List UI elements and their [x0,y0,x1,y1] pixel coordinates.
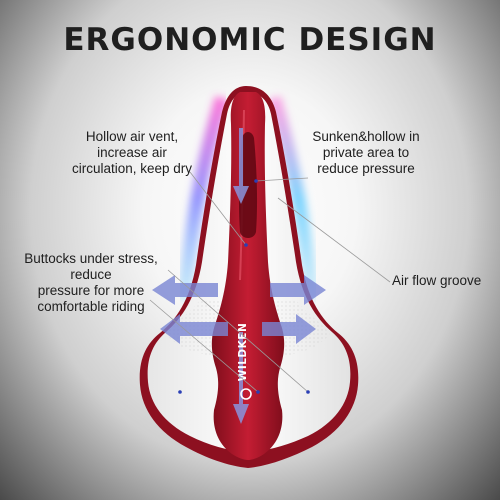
label-line: reduce [70,267,112,282]
arrow-right-upper [270,275,326,305]
hollow-cutout [238,132,258,238]
channel-airflow-arrows [233,128,249,424]
brand-emblem-icon [240,388,252,400]
brand-logo: WILDKEN [237,323,249,382]
callout-dots [178,179,310,394]
label-line: Air flow groove [392,273,482,288]
arrow-right-lower [262,314,316,344]
label-line: private area to [322,145,410,160]
arrow-left-upper [152,275,218,305]
label-line: increase air [97,145,167,160]
label-line: Hollow air vent, [85,129,179,144]
arrow-left-lower [160,314,228,344]
label-line: Sunken&hollow in [312,129,420,144]
label-line: circulation, keep dry [71,161,193,176]
label-hollow-air-vent: Hollow air vent, increase air circulatio… [62,129,202,177]
label-line: pressure for more [37,283,145,298]
callout-lines [149,171,391,393]
label-line: reduce pressure [317,161,415,176]
airflow-arrows [152,275,326,344]
label-buttocks-stress: Buttocks under stress, reduce pressure f… [18,251,164,315]
page-title: ERGONOMIC DESIGN [63,22,437,58]
label-line: comfortable riding [37,299,145,314]
label-line: Buttocks under stress, [24,251,158,266]
label-air-flow-groove: Air flow groove [392,273,497,289]
label-sunken-hollow: Sunken&hollow in private area to reduce … [296,129,436,177]
